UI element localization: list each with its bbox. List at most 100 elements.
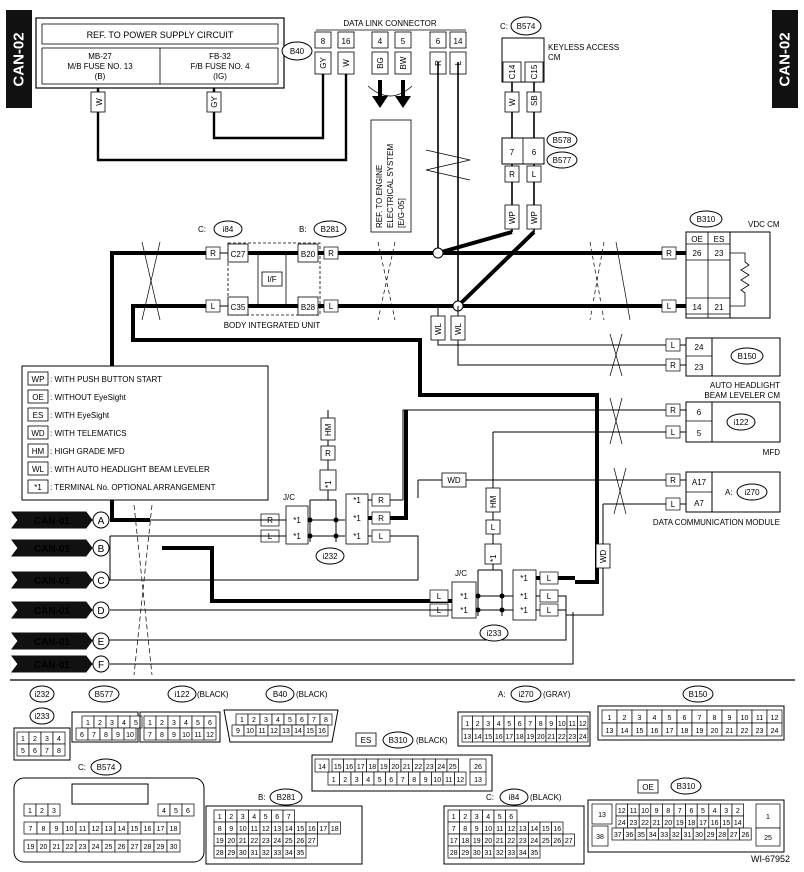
- view-i84-pin: 31: [484, 850, 492, 857]
- view-b310-oe-pin: 29: [707, 832, 715, 839]
- view-b577-cell: [123, 727, 137, 741]
- view-i84-pin: 29: [461, 850, 469, 857]
- keyless-prefix: C:: [500, 22, 508, 31]
- view-i84-pin: 22: [507, 838, 515, 845]
- view-b574-pin: 22: [66, 844, 74, 851]
- view-b281-pin: 32: [262, 850, 270, 857]
- dlc-pin-number: 5: [401, 37, 406, 46]
- legend-text: : WITH AUTO HEADLIGHT BEAM LEVELER: [50, 465, 210, 474]
- view-i233-label: i233: [34, 712, 50, 721]
- keyless-option-wp-2: WP: [530, 211, 539, 224]
- view-b574-pin: 1: [28, 808, 32, 815]
- body-pin-c35: C35: [231, 303, 246, 312]
- legend-text: : HIGH GRADE MFD: [50, 447, 125, 456]
- legend-text: : WITH TELEMATICS: [50, 429, 127, 438]
- view-b574-housing: [13, 777, 205, 863]
- legend-code-box: [27, 479, 49, 494]
- jc2-connector: i233: [486, 629, 502, 638]
- view-b150-pin: 11: [756, 715, 763, 722]
- view-b310-oe-pin: 12: [618, 808, 626, 815]
- legend-text: : WITHOUT EyeSight: [50, 393, 127, 402]
- legend-code: WP: [32, 375, 45, 384]
- view-b310-es-pin: 1: [332, 777, 336, 784]
- view-b577-pin: 1: [86, 720, 90, 727]
- view-b281-pin: 2: [229, 814, 233, 821]
- bus-wire-r-right: R: [328, 249, 334, 258]
- dlc-pin-box: [394, 31, 412, 49]
- view-i270-prefix: A:: [498, 690, 506, 699]
- keyless-lower-wire-r: R: [509, 170, 515, 179]
- view-i84-note: (BLACK): [530, 793, 562, 802]
- can-line-arrow: [11, 601, 93, 619]
- engine-ref-line1: REF. TO ENGINE: [375, 165, 384, 228]
- view-b310-es-side: 26: [474, 764, 482, 771]
- view-b310-es-pin: 23: [426, 764, 434, 771]
- fb-fuse-line1: FB-32: [209, 52, 231, 61]
- view-b281-tag: [269, 788, 303, 806]
- view-b310-oe-cell: [739, 827, 752, 841]
- view-i84-pin: 12: [507, 826, 515, 833]
- can-line-arrow: [11, 655, 93, 673]
- vdc-wire-r: R: [666, 249, 672, 258]
- view-b281-pin: 19: [216, 838, 224, 845]
- view-b150-pin: 1: [608, 715, 612, 722]
- view-b281-pin: 9: [229, 826, 233, 833]
- vdc-pin-14: 14: [693, 303, 702, 312]
- legend-text: : WITH PUSH BUTTON START: [50, 375, 162, 384]
- view-b150-pin: 5: [668, 715, 672, 722]
- view-i84-pin: 24: [530, 838, 538, 845]
- dlc-pin-number: 14: [454, 37, 463, 46]
- view-i84-pin: 30: [473, 850, 481, 857]
- view-b281-pin: 26: [296, 838, 304, 845]
- view-b574-pin: 9: [55, 826, 59, 833]
- view-i122-pin: 10: [182, 732, 190, 739]
- view-i232-pin: 6: [33, 748, 37, 755]
- view-i270-label: i270: [518, 690, 534, 699]
- legend-code: HM: [32, 447, 45, 456]
- view-i270-pin: 12: [579, 721, 587, 728]
- view-b150-pin: 17: [666, 728, 674, 735]
- view-b281-pin: 13: [273, 826, 281, 833]
- view-b310-oe-pin: 23: [630, 820, 638, 827]
- view-i84-pin: 18: [461, 838, 469, 845]
- view-i270-pin: 13: [463, 734, 471, 741]
- view-b310-es-pin: 16: [345, 764, 353, 771]
- dlc-pin-box: [314, 31, 332, 49]
- view-i270-pin: 23: [568, 734, 576, 741]
- view-i84-pin: 11: [496, 826, 503, 833]
- view-b574-pin: 29: [157, 844, 165, 851]
- view-i270-pin: 15: [484, 734, 492, 741]
- view-b150-pin: 4: [653, 715, 657, 722]
- view-b310-oe-pin: 30: [695, 832, 703, 839]
- view-i270-pin: 21: [547, 734, 555, 741]
- view-b40-pin: 14: [294, 728, 302, 735]
- legend-code: ES: [33, 411, 44, 420]
- view-b574-cell: [181, 803, 195, 817]
- jc2-label: J/C: [455, 569, 467, 578]
- view-b150-pin: 19: [696, 728, 704, 735]
- vdc-header-oe: OE: [691, 235, 703, 244]
- view-b577-pin: 9: [116, 732, 120, 739]
- view-b150-pin: 13: [606, 728, 614, 735]
- view-i84-pin: 21: [496, 838, 504, 845]
- can-line-arrow: [11, 632, 93, 650]
- view-b150-cell: [766, 722, 783, 737]
- view-b310-es-pin: 10: [433, 777, 441, 784]
- view-i270-note: (GRAY): [543, 690, 571, 699]
- headlight-wire-r: R: [670, 361, 676, 370]
- view-i84-pin: 5: [498, 814, 502, 821]
- bus-wire-r-left: R: [210, 249, 216, 258]
- view-i84-pin: 20: [484, 838, 492, 845]
- view-i84-pin: 27: [565, 838, 573, 845]
- jc2-wire-box: [429, 589, 449, 603]
- view-i232-housing: [13, 727, 71, 761]
- can-line-label: CAN-01: [34, 606, 71, 617]
- jc1-wire-r: R: [325, 449, 331, 458]
- body-pin-b28: B28: [301, 303, 316, 312]
- vdc-wire-l: L: [667, 302, 672, 311]
- view-i84-pin: 35: [530, 850, 538, 857]
- view-b310-oe-side: 13: [598, 812, 606, 819]
- view-b40-pin: 7: [312, 717, 316, 724]
